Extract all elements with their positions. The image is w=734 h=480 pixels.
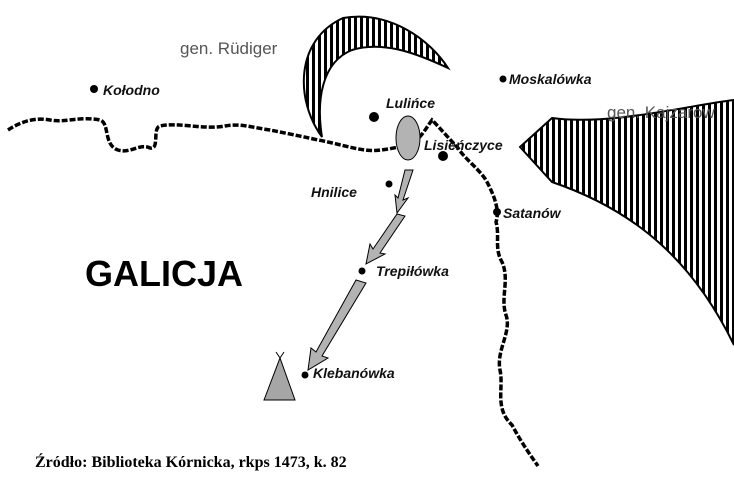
town-label-lisienczyce: Lisieńczyce bbox=[424, 137, 503, 153]
town-dot-moskalowka bbox=[499, 75, 507, 83]
tent-camp-icon bbox=[263, 356, 296, 401]
commander-label-kajzarow: gen. Kajzarow bbox=[607, 103, 715, 122]
town-label-moskalowka: Moskalówka bbox=[509, 71, 592, 87]
town-dot-kolodno bbox=[90, 85, 98, 93]
town-label-satanow: Satanów bbox=[503, 205, 562, 221]
source-caption: Źródło: Biblioteka Kórnicka, rkps 1473, … bbox=[35, 452, 347, 471]
town-dot-satanow bbox=[493, 208, 501, 216]
region-label-galicja: GALICJA bbox=[85, 253, 243, 294]
town-dot-klebanowka bbox=[301, 371, 309, 379]
rudiger-army-crescent bbox=[302, 15, 451, 138]
town-label-hnilice: Hnilice bbox=[311, 184, 357, 200]
tent-pole-right bbox=[279, 351, 285, 359]
retreat-arrow-1 bbox=[394, 169, 414, 215]
town-label-trepilowka: Trepiłówka bbox=[376, 263, 449, 279]
frontier-line bbox=[7, 116, 540, 468]
kajzarow-army-arrow bbox=[518, 98, 734, 346]
retreat-arrow-3 bbox=[307, 279, 367, 371]
town-label-kolodno: Kołodno bbox=[103, 82, 160, 98]
commander-label-rudiger: gen. Rüdiger bbox=[180, 39, 278, 58]
tent-pole-left bbox=[275, 351, 281, 359]
town-label-klebanowka: Klebanówka bbox=[313, 365, 395, 381]
retreat-arrow-2 bbox=[365, 213, 406, 265]
town-dot-lisienczyce bbox=[438, 151, 448, 161]
town-dot-lulince bbox=[369, 112, 379, 122]
town-dot-trepilowka bbox=[358, 267, 366, 275]
town-dot-hnilice bbox=[385, 180, 393, 188]
army-camp-ellipse bbox=[395, 115, 421, 161]
town-label-lulince: Lulińce bbox=[386, 95, 435, 111]
